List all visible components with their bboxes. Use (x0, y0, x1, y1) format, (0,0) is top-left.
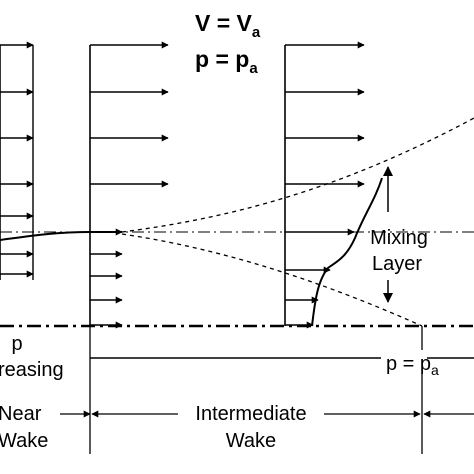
intermediate-wake-label-line2: Wake (226, 430, 276, 452)
pressure-left-label-line1: p (11, 333, 22, 355)
near-wake-label-line2: Wake (0, 430, 48, 452)
mixing-layer-label-line1: Mixing (370, 227, 428, 249)
near-wake-label-line1: Near (0, 403, 42, 425)
mixing-layer-label-line2: Layer (372, 253, 422, 275)
mixing-layer-lower-boundary (121, 233, 423, 327)
intermediate-profile-curve (311, 177, 383, 327)
freestream-velocity-label: V = Va (195, 10, 261, 41)
wake-velocity-curve (0, 231, 122, 241)
intermediate-wake-label-line1: Intermediate (195, 403, 306, 425)
velocity-profiles (0, 41, 365, 329)
ambient-pressure-label: p = pa (386, 353, 439, 378)
freestream-pressure-label: p = pa (195, 46, 258, 77)
pressure-left-label-line2: reasing (0, 359, 64, 381)
mixing-layer-upper-boundary (121, 117, 474, 233)
